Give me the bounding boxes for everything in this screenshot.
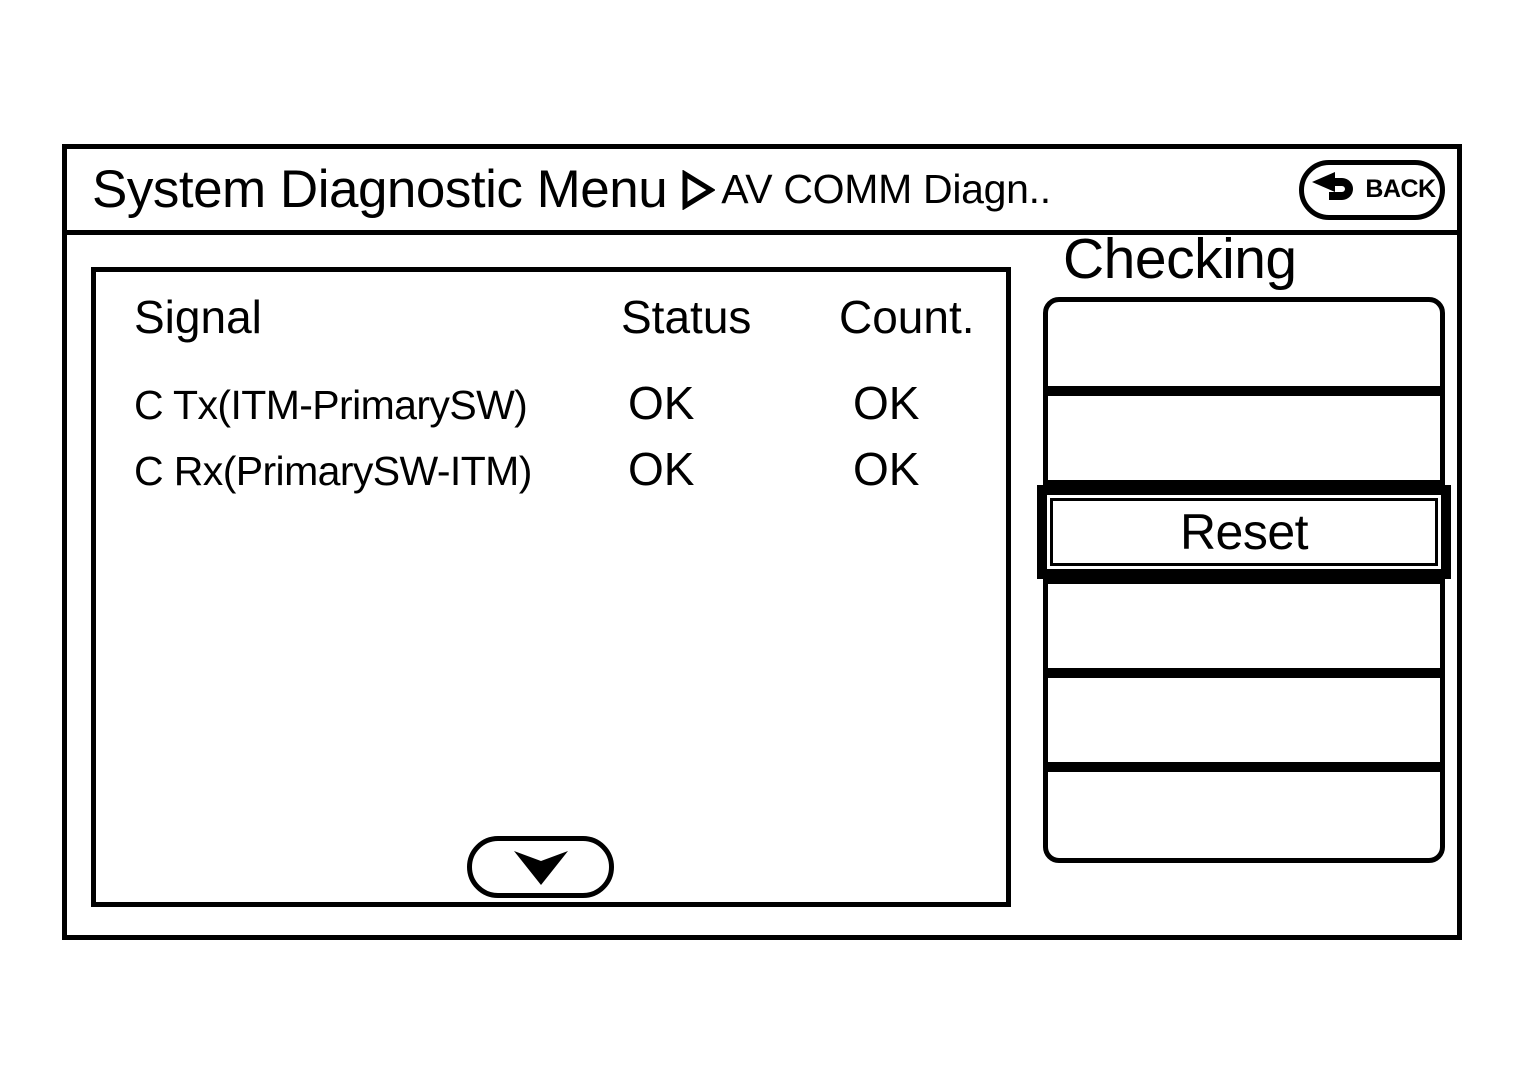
stack-button-4[interactable] <box>1043 579 1445 673</box>
chevron-down-icon <box>510 845 572 889</box>
action-button-stack: Reset <box>1037 297 1451 863</box>
diagnostic-screen-frame: System Diagnostic Menu AV COMM Diagn.. B… <box>62 144 1462 940</box>
page-title: System Diagnostic Menu <box>92 160 668 219</box>
scroll-down-button[interactable] <box>467 836 614 898</box>
signal-list-panel: Signal Status Count. C Tx(ITM-PrimarySW)… <box>91 267 1011 907</box>
cell-signal: C Rx(PrimarySW-ITM) <box>134 448 532 494</box>
table-row[interactable]: C Rx(PrimarySW-ITM) OK OK <box>134 446 992 512</box>
reset-button[interactable]: Reset <box>1037 485 1451 579</box>
status-label: Checking <box>1063 227 1297 291</box>
back-button[interactable]: BACK <box>1299 159 1445 220</box>
title-bar: System Diagnostic Menu AV COMM Diagn.. B… <box>67 149 1457 235</box>
cell-count: OK <box>853 377 920 429</box>
stack-button-2[interactable] <box>1043 391 1445 485</box>
column-header-count: Count. <box>839 291 975 343</box>
breadcrumb-current: AV COMM Diagn.. <box>721 166 1051 212</box>
column-header-status: Status <box>621 291 752 343</box>
stack-button-5[interactable] <box>1043 673 1445 767</box>
side-panel: Checking Reset <box>1035 231 1457 935</box>
back-button-label: BACK <box>1365 175 1436 203</box>
back-arrow-icon <box>1308 169 1364 211</box>
cell-status: OK <box>628 443 695 495</box>
table-header-row: Signal Status Count. <box>134 294 992 380</box>
signal-table: Signal Status Count. C Tx(ITM-PrimarySW)… <box>134 294 992 512</box>
stack-button-6[interactable] <box>1043 767 1445 863</box>
cell-signal: C Tx(ITM-PrimarySW) <box>134 382 528 428</box>
play-triangle-icon <box>681 169 716 210</box>
cell-count: OK <box>853 443 920 495</box>
column-header-signal: Signal <box>134 291 262 343</box>
table-row[interactable]: C Tx(ITM-PrimarySW) OK OK <box>134 380 992 446</box>
stack-button-1[interactable] <box>1043 297 1445 391</box>
cell-status: OK <box>628 377 695 429</box>
reset-button-label: Reset <box>1179 504 1309 560</box>
